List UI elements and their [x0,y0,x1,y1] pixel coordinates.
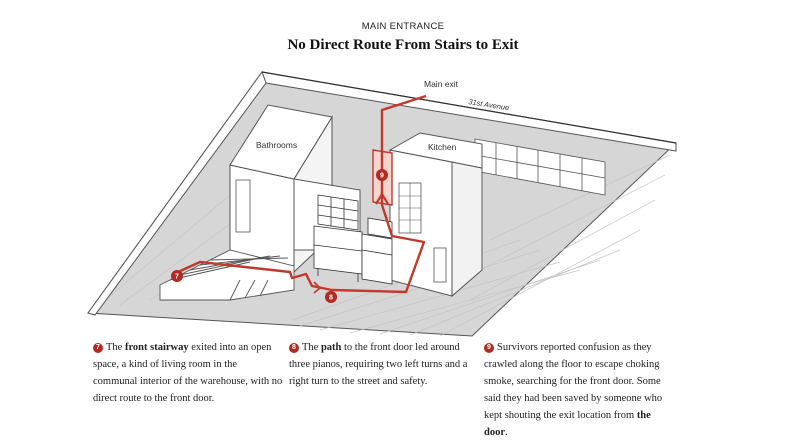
left-wall [87,70,267,316]
marker-7: 7 [171,270,183,282]
svg-text:9: 9 [380,173,384,180]
kicker: MAIN ENTRANCE [361,21,445,32]
kitchen-top [388,132,483,169]
piano-1 [313,194,363,282]
bathrooms-top [229,104,333,180]
route-arrow-up [375,191,389,205]
caption-badge-9: 9 [484,343,494,353]
route-arrow-right [313,281,322,294]
label-main-exit: Main exit [424,79,459,89]
svg-text:8: 8 [329,295,333,302]
bathroom-door [235,179,251,233]
label-kitchen: Kitchen [428,142,457,152]
svg-text:7: 7 [175,274,179,281]
marker-8: 8 [325,291,337,303]
appliance [433,247,447,283]
piano-2 [361,217,393,285]
caption-badge-8: 8 [289,343,299,353]
marker-9: 9 [376,169,388,181]
label-bathrooms: Bathrooms [256,140,297,150]
street-edge [261,71,677,144]
caption-badge-7: 7 [93,343,103,353]
diagram-title: No Direct Route From Stairs to Exit [287,37,519,53]
